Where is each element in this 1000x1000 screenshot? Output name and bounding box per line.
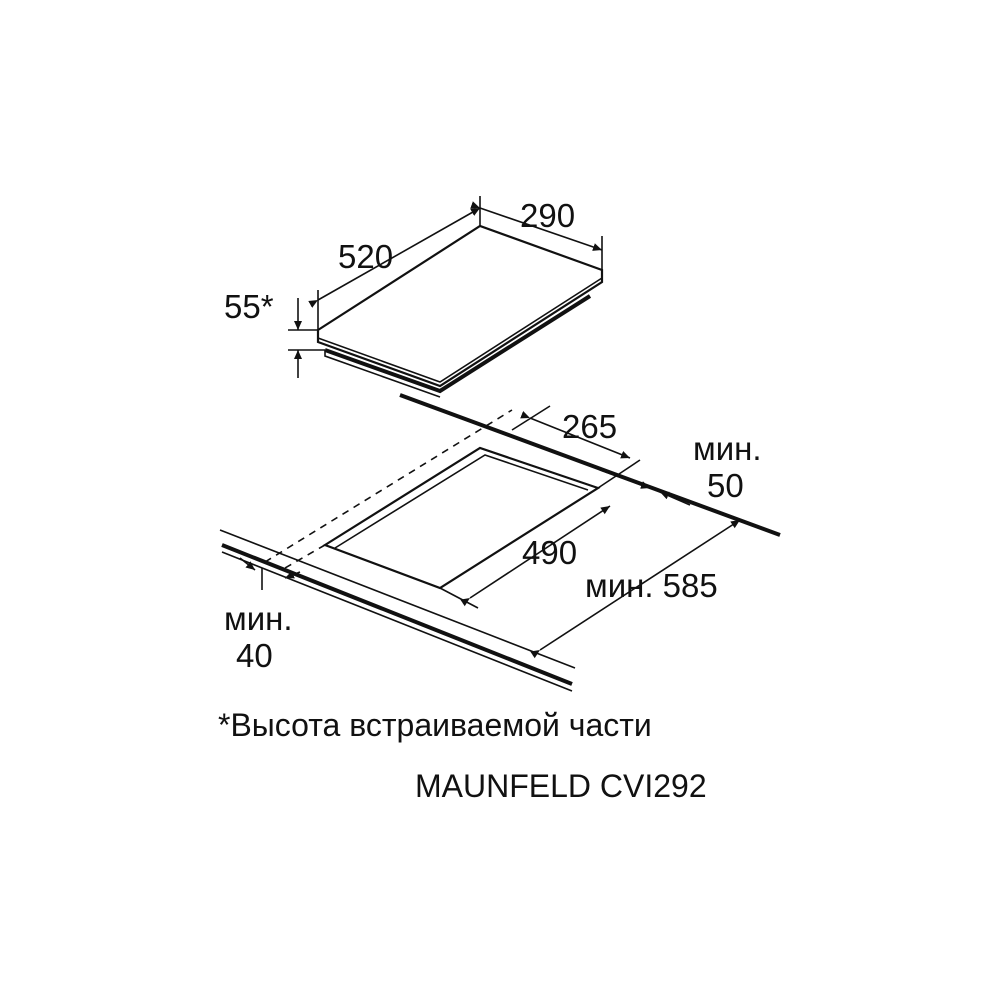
countertop-drawing bbox=[219, 393, 781, 692]
label-height-55: 55* bbox=[224, 288, 274, 325]
countertop-front-line-3 bbox=[221, 551, 573, 692]
dim-line-290 bbox=[470, 201, 603, 251]
hob-base bbox=[324, 294, 592, 394]
hob-base-side bbox=[324, 350, 441, 398]
ext-line-490-front bbox=[439, 587, 479, 609]
label-min40-prefix: мин. bbox=[224, 600, 293, 637]
cutout-front-dashed bbox=[284, 544, 326, 569]
cutout-dimensions bbox=[239, 405, 741, 659]
label-min50-value: 50 bbox=[707, 467, 744, 504]
label-depth-520: 520 bbox=[338, 238, 393, 275]
footnote-text: *Высота встраиваемой части bbox=[218, 707, 652, 743]
cutout-center-dashed bbox=[264, 409, 513, 563]
dim-arrow-min40-a bbox=[239, 557, 256, 571]
label-min50-prefix: мин. bbox=[693, 430, 762, 467]
label-cutout-490: 490 bbox=[522, 534, 577, 571]
cutout-inner-edge bbox=[334, 454, 589, 549]
dim-line-min585 bbox=[530, 519, 741, 659]
dim-arrow-min50-b bbox=[659, 491, 691, 506]
dim-line-265 bbox=[520, 410, 631, 459]
hob-top-edge bbox=[317, 277, 603, 383]
countertop-front-line-2 bbox=[221, 543, 573, 686]
dim-arrow-min40-b bbox=[284, 570, 301, 579]
hob-dimensions bbox=[288, 196, 603, 378]
label-width-290: 290 bbox=[520, 197, 575, 234]
dim-arrow-min50-a bbox=[599, 469, 651, 489]
label-min585: мин. 585 bbox=[585, 567, 718, 604]
label-min40-value: 40 bbox=[236, 637, 273, 674]
countertop-back-edge bbox=[399, 393, 781, 537]
dim-line-520 bbox=[308, 207, 481, 308]
model-name: MAUNFELD CVI292 bbox=[415, 768, 707, 804]
label-cutout-265: 265 bbox=[562, 408, 617, 445]
ext-line-265-right bbox=[597, 459, 641, 489]
